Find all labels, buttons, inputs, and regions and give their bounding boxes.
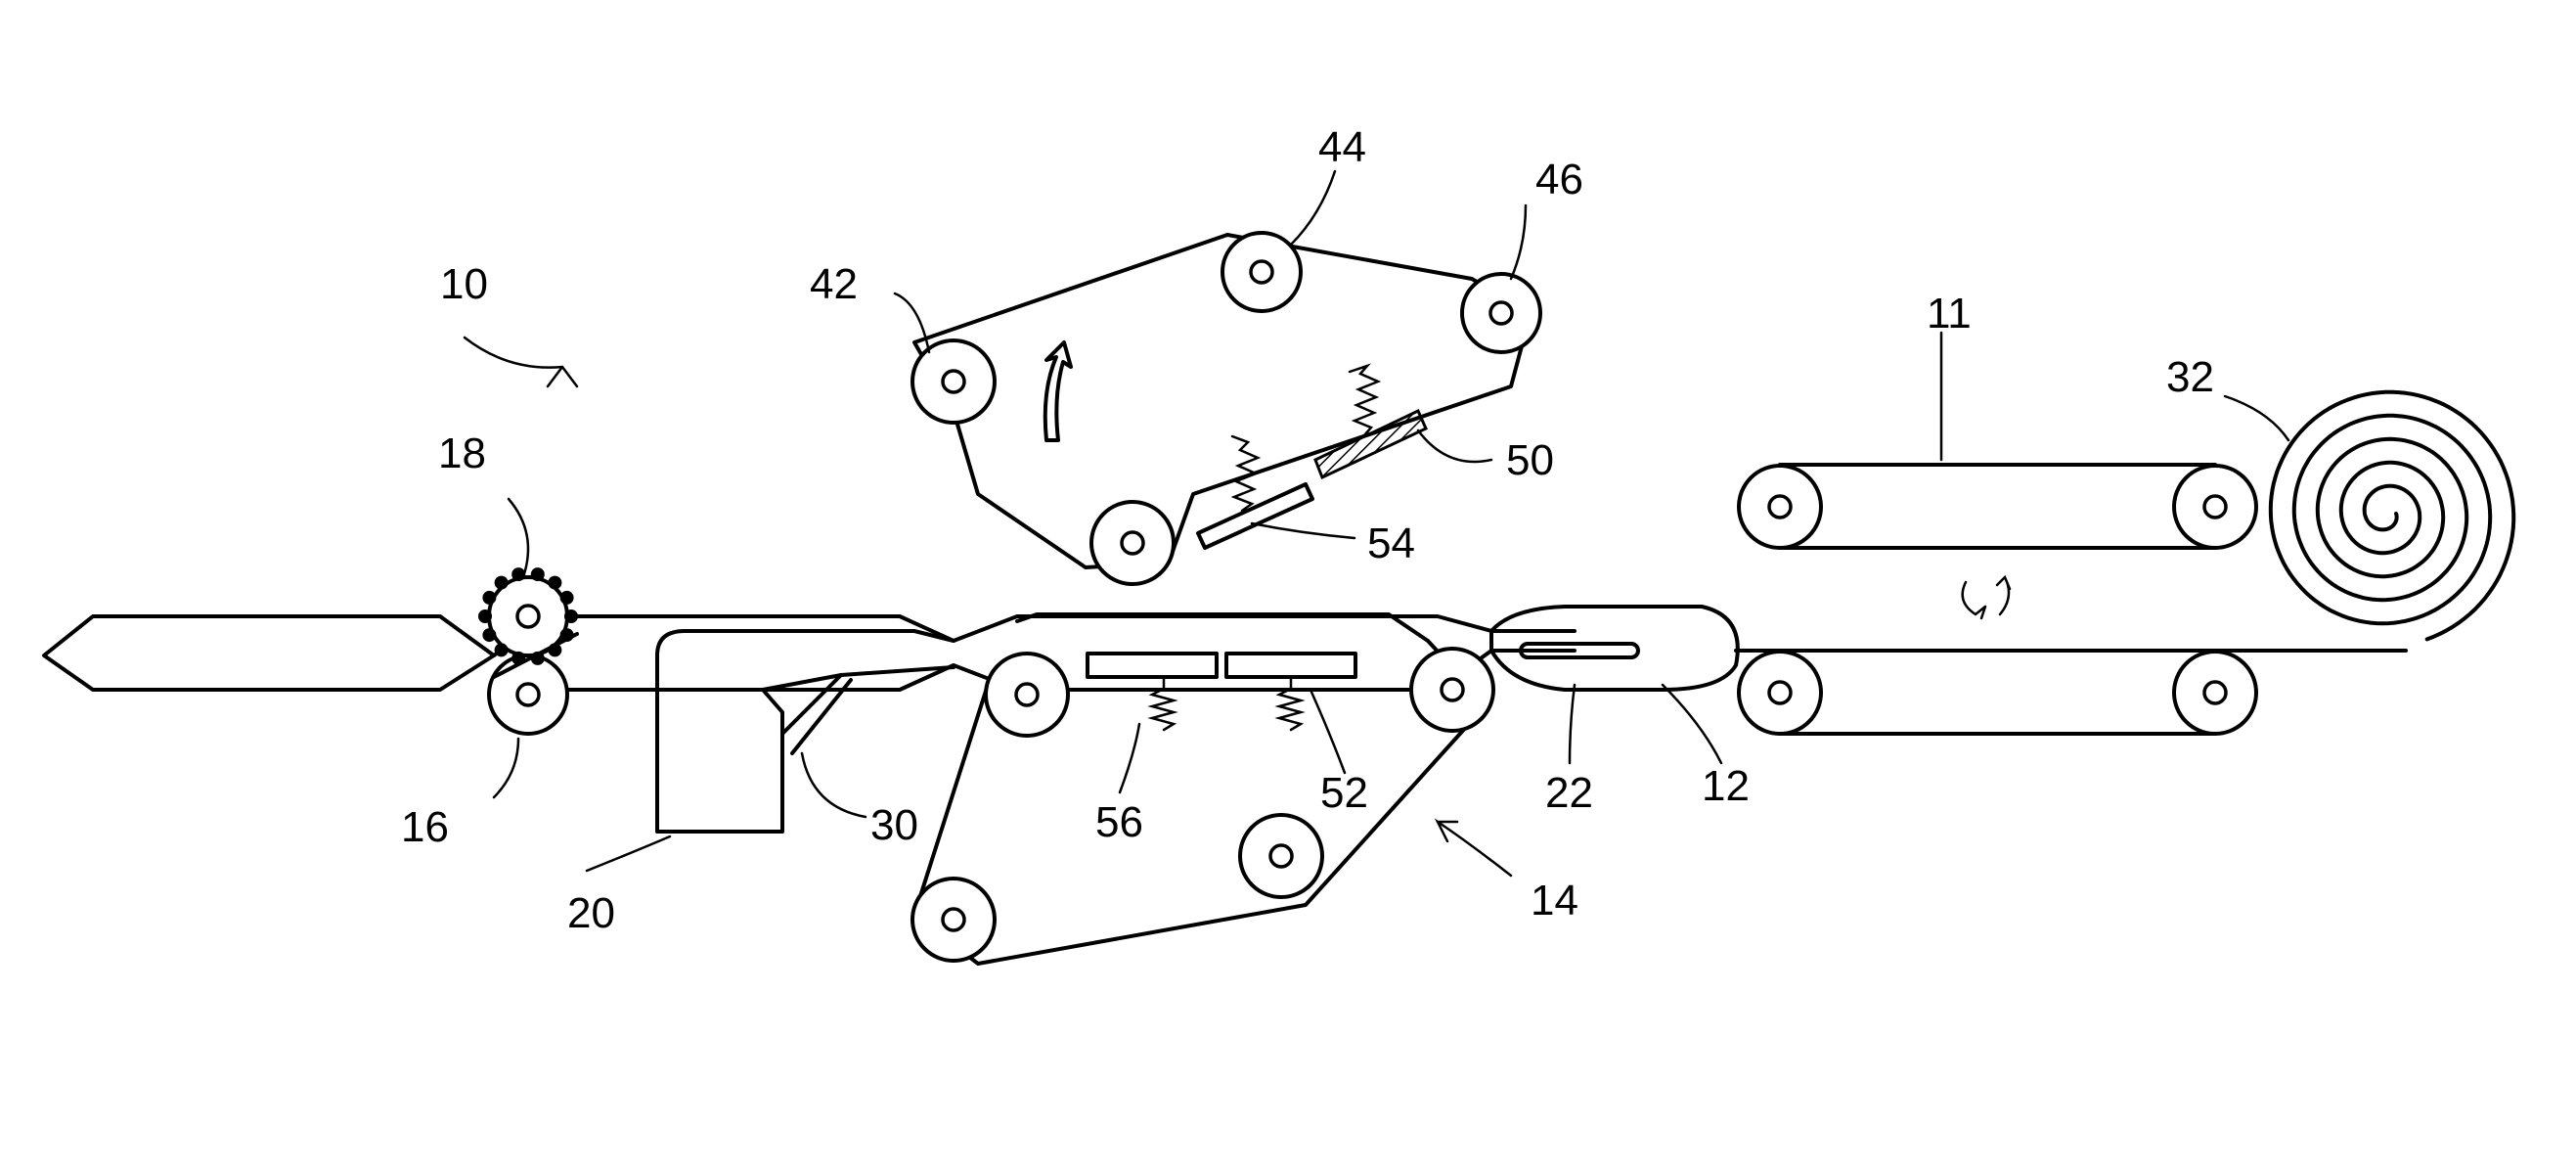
label-32: 32 (2166, 353, 2214, 401)
label-18: 18 (438, 429, 486, 477)
pad-50 (1315, 411, 1426, 477)
label-54: 54 (1367, 519, 1415, 567)
gear-tooth (478, 609, 492, 623)
gear-tooth (495, 643, 509, 656)
label-20: 20 (567, 889, 615, 937)
upper-belt (914, 235, 1531, 567)
label-11: 11 (1927, 290, 1972, 338)
spring-56 (1152, 677, 1174, 730)
spring-54 (1232, 436, 1258, 511)
label-50: 50 (1506, 436, 1554, 484)
spring-52 (1279, 677, 1301, 730)
label-10: 10 (440, 260, 488, 308)
reference-labels: 10 18 16 20 30 42 44 46 50 54 56 52 22 1… (401, 123, 2214, 937)
rotation-arrow-upper (1045, 342, 1071, 440)
gear-tooth (531, 567, 545, 581)
spring-50 (1350, 366, 1378, 435)
gear-tooth (548, 576, 561, 590)
bag-shape (44, 616, 494, 690)
pad-56 (1088, 654, 1217, 677)
gear-tooth (482, 628, 496, 642)
label-44: 44 (1318, 123, 1366, 171)
label-22: 22 (1545, 769, 1593, 817)
tube-12 (1491, 607, 1738, 690)
roller-16-hub (517, 684, 539, 705)
pad-52 (1226, 654, 1355, 677)
gear-tooth (482, 591, 496, 605)
gear-tooth (495, 576, 509, 590)
conveyor-top-11 (1780, 465, 2215, 548)
label-30: 30 (870, 801, 918, 849)
coil-32 (2271, 392, 2513, 640)
gear-roller-18 (478, 567, 578, 665)
gear-tooth (560, 591, 574, 605)
gear-tooth (564, 609, 578, 623)
label-56: 56 (1095, 798, 1143, 846)
label-16: 16 (401, 803, 449, 851)
label-12: 12 (1702, 762, 1750, 810)
label-14: 14 (1531, 877, 1578, 925)
rotation-arrows-mid (1963, 577, 2010, 618)
label-52: 52 (1320, 769, 1368, 817)
label-46: 46 (1535, 156, 1583, 203)
pad-54 (1198, 484, 1312, 548)
label-42: 42 (810, 260, 858, 308)
